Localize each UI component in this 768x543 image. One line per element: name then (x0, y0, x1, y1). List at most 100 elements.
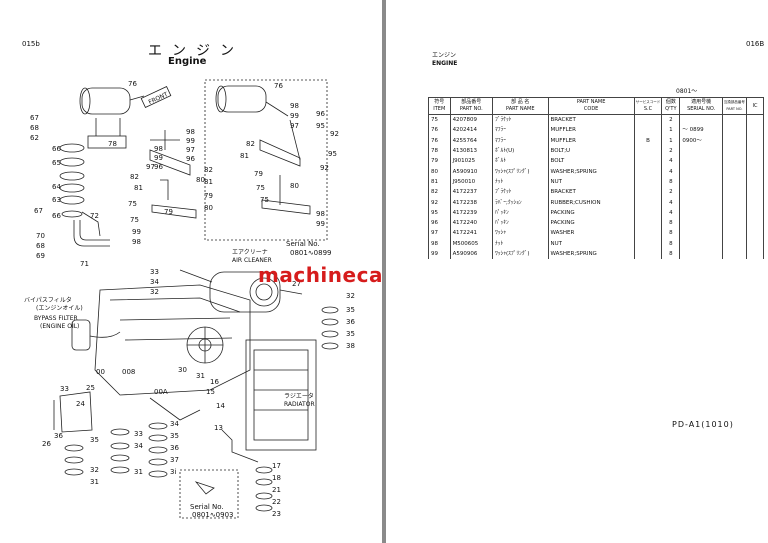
cell-ic (745, 125, 765, 136)
callout-97c: 97 (290, 122, 299, 130)
cell-serial (679, 207, 723, 218)
cell-part-no: 4207809 (449, 114, 494, 126)
cell-ic (745, 187, 765, 198)
cell-part-name-jp: ﾏﾌﾗｰ (492, 135, 549, 146)
cell-part-name-en: WASHER;SPRING (547, 248, 635, 260)
callout-31c: 31 (134, 468, 143, 476)
cell-part-name-en: BRACKET (547, 114, 635, 126)
cell-ic (745, 217, 765, 229)
bypass-label-en1: BYPASS FILTER (34, 315, 78, 322)
callout-99b: 99 (154, 154, 163, 162)
serial-range: 0801～ (676, 88, 698, 95)
callout-71: 71 (80, 260, 89, 268)
cell-interchange (721, 217, 747, 229)
cell-item: 75 (428, 114, 451, 126)
cell-ic (745, 114, 765, 126)
callout-00: 00 (96, 368, 105, 376)
callout-80b: 80 (204, 204, 213, 212)
callout-36c: 36 (170, 444, 179, 452)
callout-92b: 92 (320, 164, 329, 172)
cell-serial (679, 166, 723, 177)
serial-label-1: Serial No. (286, 240, 320, 248)
callout-68: 68 (30, 124, 39, 132)
callout-30: 30 (178, 366, 187, 374)
callout-33c: 33 (134, 430, 143, 438)
callout-35b: 35 (346, 330, 355, 338)
cell-part-no: J950010 (449, 176, 494, 188)
cell-ic (745, 156, 765, 167)
cell-part-name-jp: ﾏﾌﾗｰ (492, 125, 549, 136)
callout-32b: 32 (346, 292, 355, 300)
callout-97: 97 (186, 146, 195, 154)
callout-63: 63 (52, 196, 61, 204)
cell-service-code (633, 228, 663, 239)
cell-item: 81 (428, 176, 451, 188)
callout-13: 13 (214, 424, 223, 432)
callout-38: 38 (346, 342, 355, 350)
callout-66b: 66 (52, 212, 61, 220)
cell-part-name-jp: ﾎﾞﾙﾄ(U) (492, 145, 549, 157)
callout-98c: 98 (132, 238, 141, 246)
cell-qty: 4 (661, 207, 681, 218)
cell-serial: 0900～ (679, 135, 723, 146)
callout-76b: 76 (274, 82, 283, 90)
cell-part-name-jp: ﾜｯｼｬ (492, 228, 549, 239)
callout-37: 37 (170, 456, 179, 464)
cell-service-code (633, 166, 663, 177)
section-title-jp: エンジン (432, 52, 457, 59)
cell-part-name-en: NUT (547, 176, 635, 188)
serial-value-2: 0801∿0903 (192, 511, 234, 519)
callout-34c: 34 (170, 420, 179, 428)
cell-serial (679, 145, 723, 157)
bypass-label-jp2: (エンジンオイル) (36, 305, 83, 312)
page-code: 015b (22, 40, 40, 48)
callout-65: 65 (52, 159, 61, 167)
cell-interchange (721, 114, 747, 126)
bypass-filter (71, 319, 91, 351)
callout-99e: 99 (316, 220, 325, 228)
cell-service-code: B (633, 135, 663, 146)
radiator-label-jp: ラジエータ (284, 393, 314, 400)
callout-62: 62 (30, 134, 39, 142)
col-ic: IC (745, 97, 765, 115)
cell-part-name-en: NUT (547, 238, 635, 249)
cell-part-no: A590906 (449, 248, 494, 260)
cell-item: 76 (428, 135, 451, 146)
cell-part-no: 4255764 (449, 135, 494, 146)
callout-34b: 34 (134, 442, 143, 450)
cell-qty: 8 (661, 228, 681, 239)
callout-34: 34 (150, 278, 159, 286)
cell-item: 82 (428, 187, 451, 198)
callout-15: 15 (206, 388, 215, 396)
cell-part-name-en: BOLT;U (547, 145, 635, 157)
cell-part-name-jp: ﾌﾞﾗｹｯﾄ (492, 114, 549, 126)
callout-98b: 98 (154, 145, 163, 153)
cell-qty: 8 (661, 217, 681, 229)
cell-qty: 4 (661, 166, 681, 177)
page-footer-code: PD-A1(1010) (672, 420, 734, 429)
callout-64: 64 (52, 183, 61, 191)
cell-service-code (633, 197, 663, 208)
callout-76: 76 (128, 80, 137, 88)
engine-block (94, 284, 251, 396)
cell-part-no: 4172237 (449, 187, 494, 198)
serial-label-2: Serial No. (190, 503, 224, 511)
cell-ic (745, 228, 765, 239)
cell-serial (679, 197, 723, 208)
cell-interchange (721, 135, 747, 146)
cell-item: 92 (428, 197, 451, 208)
cell-part-name-en: RUBBER;CUSHION (547, 197, 635, 208)
cell-part-name-en: BRACKET (547, 187, 635, 198)
callout-17: 17 (272, 462, 281, 470)
